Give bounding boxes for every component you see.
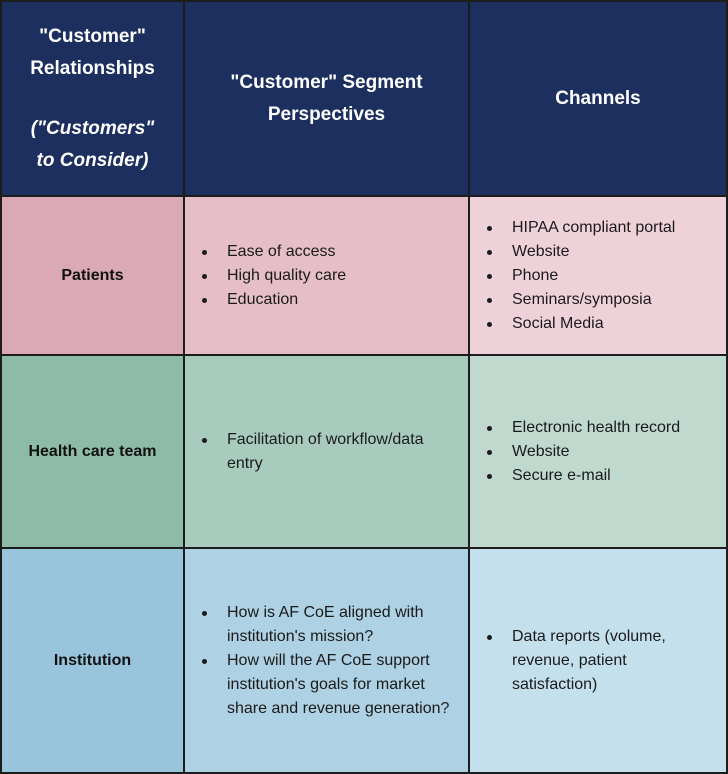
header-customer-relationships: "Customer" Relationships ("Customers" to… [0, 0, 185, 197]
list-item: HIPAA compliant portal [486, 216, 675, 240]
list-item: Secure e-mail [486, 464, 680, 488]
patients-channels: HIPAA compliant portal Website Phone Sem… [470, 197, 728, 356]
institution-channels: Data reports (volume, revenue, patient s… [470, 549, 728, 774]
row-label-patients: Patients [0, 197, 185, 356]
header-channels: Channels [470, 0, 728, 197]
row-label-text: Health care team [28, 442, 157, 460]
patients-perspectives: Ease of access High quality care Educati… [185, 197, 470, 356]
list-item: Electronic health record [486, 416, 680, 440]
health-care-team-channels: Electronic health record Website Secure … [470, 356, 728, 549]
header-col1-italic2: to Consider) [36, 149, 149, 171]
channels-list: Electronic health record Website Secure … [470, 416, 680, 488]
row-label-institution: Institution [0, 549, 185, 774]
list-item: Seminars/symposia [486, 288, 675, 312]
list-item: Website [486, 240, 675, 264]
header-col2-line2: Perspectives [267, 103, 386, 125]
list-item: Website [486, 440, 680, 464]
header-col1-line2: Relationships [30, 57, 155, 79]
header-segment-perspectives: "Customer" Segment Perspectives [185, 0, 470, 197]
list-item: Ease of access [201, 240, 346, 264]
header-col1-line1: "Customer" [39, 25, 146, 47]
list-item: Phone [486, 264, 675, 288]
health-care-team-perspectives: Facilitation of workflow/data entry [185, 356, 470, 549]
channels-list: Data reports (volume, revenue, patient s… [470, 625, 726, 697]
row-label-health-care-team: Health care team [0, 356, 185, 549]
header-col2-line1: "Customer" Segment [230, 71, 423, 93]
perspectives-list: Ease of access High quality care Educati… [185, 240, 346, 312]
perspectives-list: How is AF CoE aligned with institution's… [185, 601, 468, 721]
list-item: High quality care [201, 264, 346, 288]
channels-list: HIPAA compliant portal Website Phone Sem… [470, 216, 675, 336]
list-item: Education [201, 288, 346, 312]
list-item: Social Media [486, 312, 675, 336]
list-item: Data reports (volume, revenue, patient s… [487, 625, 704, 697]
perspectives-list: Facilitation of workflow/data entry [185, 428, 468, 476]
list-item: How is AF CoE aligned with institution's… [202, 601, 452, 649]
list-item: How will the AF CoE support institution'… [202, 649, 452, 721]
list-item: Facilitation of workflow/data entry [202, 428, 450, 476]
header-col1-italic1: ("Customers" [30, 117, 155, 139]
row-label-text: Patients [61, 266, 124, 284]
header-col3: Channels [555, 87, 641, 109]
row-label-text: Institution [53, 651, 132, 669]
institution-perspectives: How is AF CoE aligned with institution's… [185, 549, 470, 774]
